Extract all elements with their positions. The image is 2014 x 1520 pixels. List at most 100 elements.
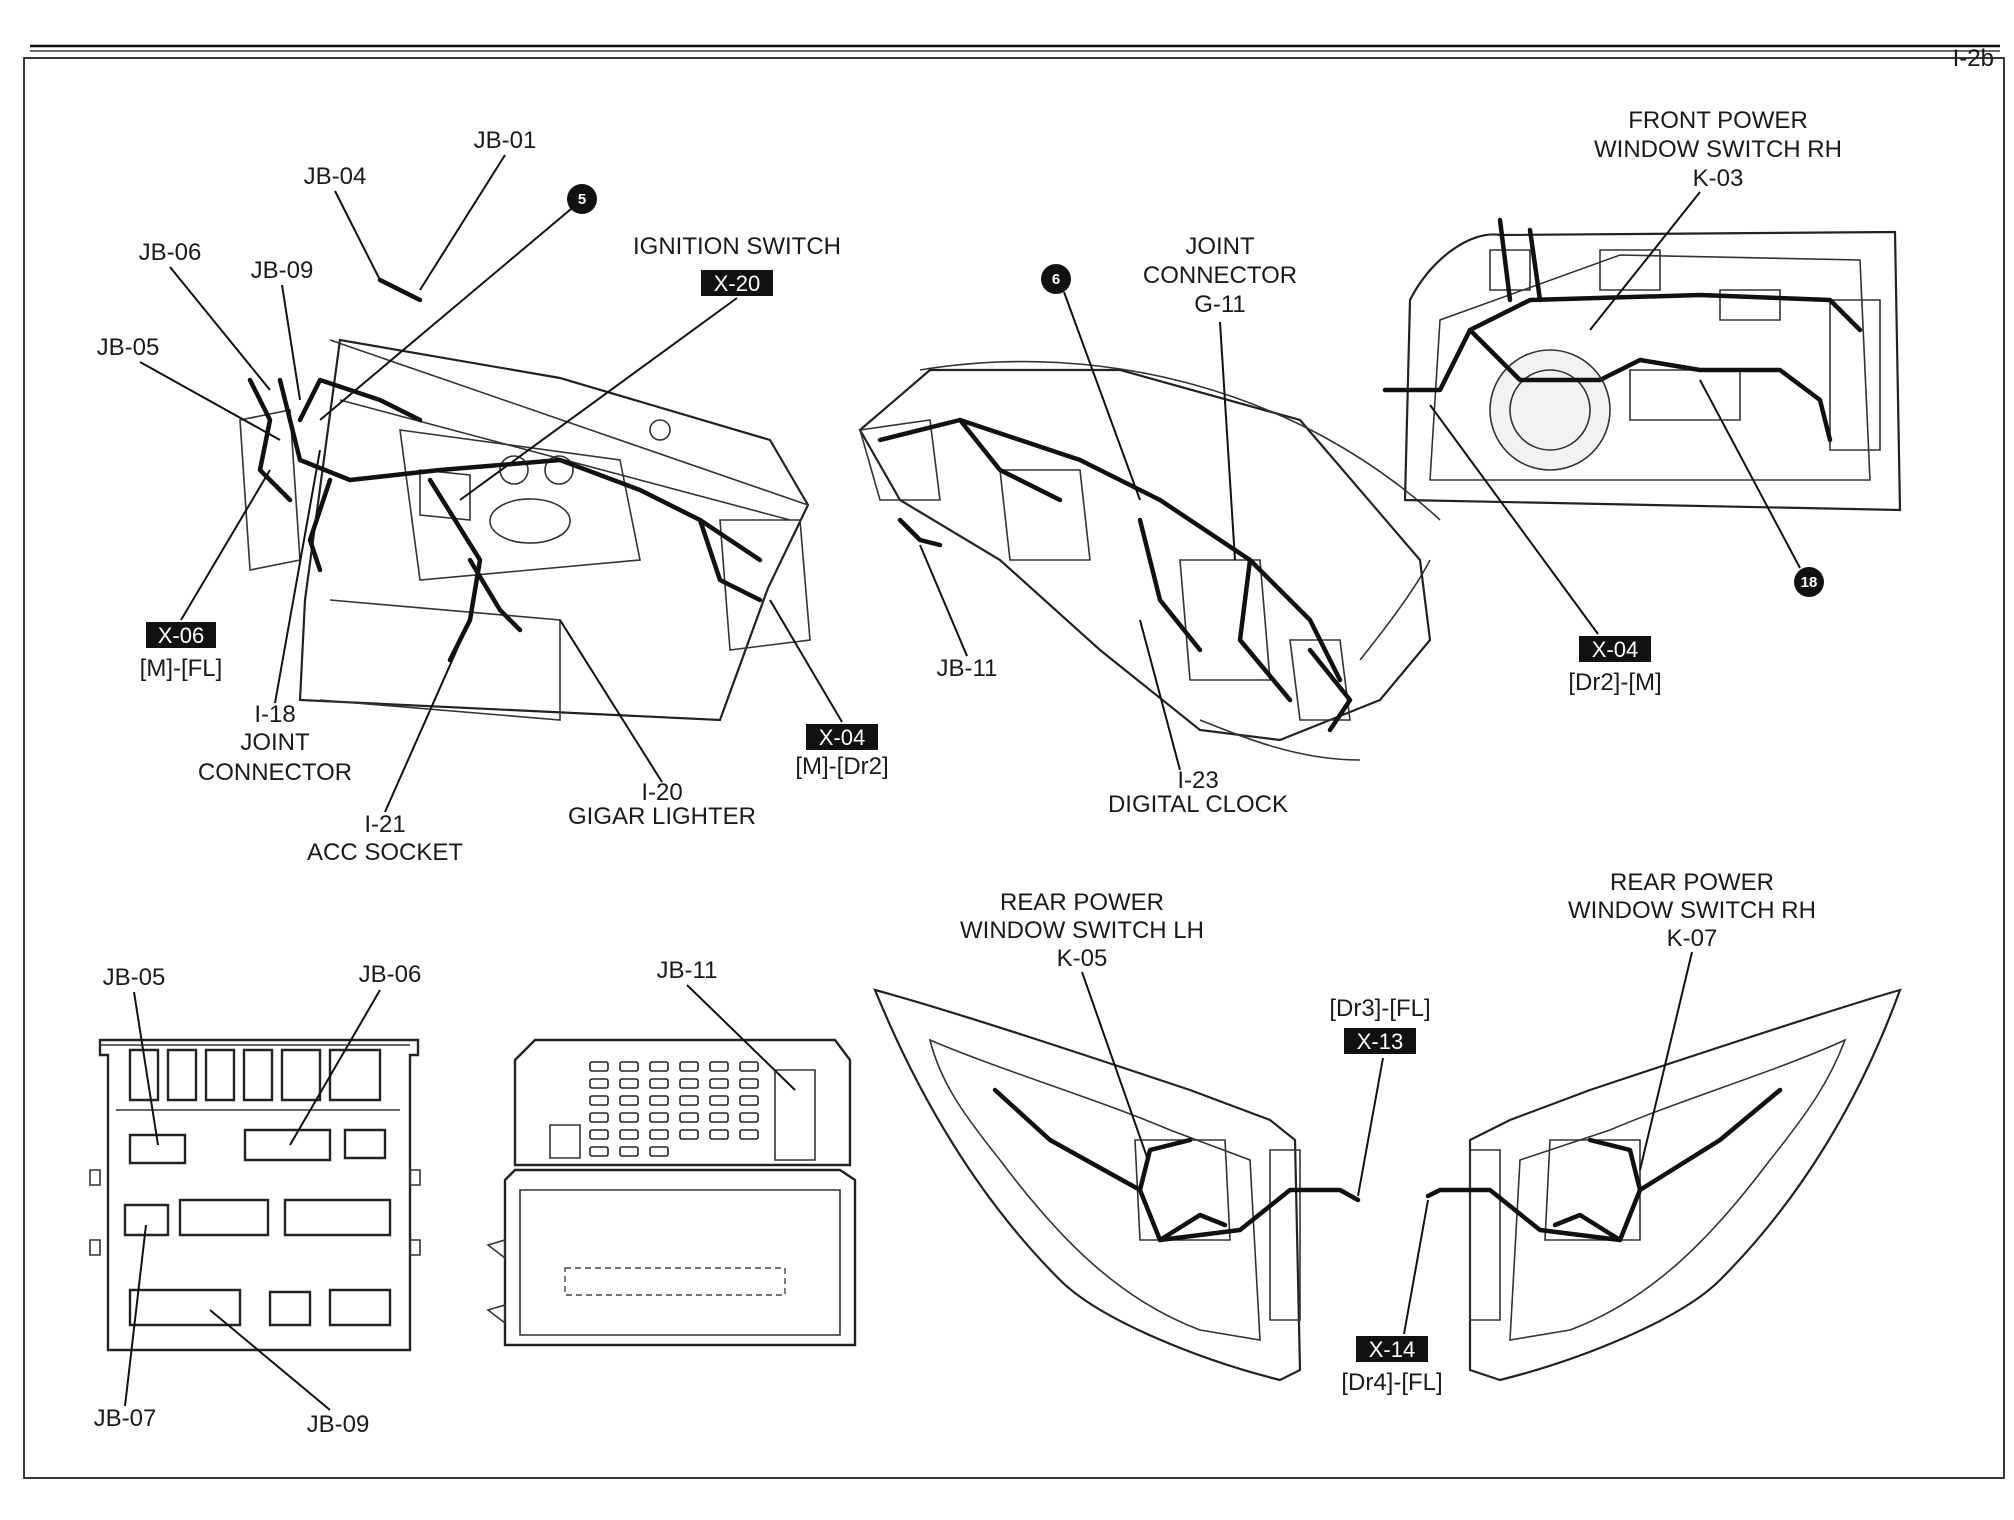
label-jb-07: JB-07 xyxy=(94,1405,157,1432)
fuse-slot xyxy=(649,1078,669,1089)
fuse-slot xyxy=(589,1112,609,1123)
fuse-slot xyxy=(649,1146,669,1157)
panel-2-leader-lines xyxy=(919,291,1236,771)
instrument-panel-harness-drawing xyxy=(239,277,811,722)
rear-door-lh-drawing xyxy=(873,988,1361,1382)
fuse-slot xyxy=(679,1078,699,1089)
marker-5 xyxy=(567,184,597,214)
fuse-slot xyxy=(649,1129,669,1140)
diagram-frame xyxy=(23,57,2005,1479)
fuse-slot xyxy=(709,1078,729,1089)
tag-x-13-text: X-13 xyxy=(1357,1029,1403,1054)
fuse-slot xyxy=(619,1129,639,1140)
fuse-slot xyxy=(679,1061,699,1072)
label-jb-05-b: JB-05 xyxy=(103,964,166,991)
marker-6 xyxy=(1041,264,1071,294)
panel-7-leader-lines xyxy=(1403,951,1693,1335)
fuse-slot xyxy=(739,1129,759,1140)
fuse-slot xyxy=(679,1095,699,1106)
fuse-grid xyxy=(589,1061,759,1157)
panel-6-leader-lines xyxy=(1081,971,1384,1197)
junction-box-jb11-drawing xyxy=(486,1038,857,1347)
fuse-slot xyxy=(739,1095,759,1106)
label-rear-power-lh: REAR POWER xyxy=(1000,889,1164,916)
fuse-slot xyxy=(589,1061,609,1072)
tag-x-06 xyxy=(146,622,216,648)
fuse-slot xyxy=(649,1095,669,1106)
label-jb-11-a: JB-11 xyxy=(937,655,998,682)
fuse-slot xyxy=(649,1061,669,1072)
junction-box-jb05-jb09-drawing xyxy=(89,1038,421,1352)
label-i-18-joint: JOINT xyxy=(240,729,310,756)
label-joint-connector: JOINT xyxy=(1185,233,1255,260)
fuse-slot xyxy=(739,1061,759,1072)
label-jb-04: JB-04 xyxy=(304,163,367,190)
fuse-slot xyxy=(619,1146,639,1157)
label-i-23-num: I-23 xyxy=(1177,767,1218,794)
label-rear-window-switch-lh: WINDOW SWITCH LH xyxy=(960,917,1204,944)
label-i-18-num: I-18 xyxy=(254,701,295,728)
label-jb-09: JB-09 xyxy=(251,257,314,284)
tag-x-04-b-text: X-04 xyxy=(1592,637,1638,662)
marker-18 xyxy=(1794,567,1824,597)
rear-door-rh-drawing xyxy=(1425,988,1902,1382)
label-acc-socket: ACC SOCKET xyxy=(307,839,463,866)
fuse-slot xyxy=(589,1078,609,1089)
panel-4-leader-lines xyxy=(124,989,381,1411)
tag-x-04-a xyxy=(806,724,878,750)
fuse-slot xyxy=(619,1078,639,1089)
label-front-window-switch-rh: WINDOW SWITCH RH xyxy=(1594,136,1842,163)
label-i-18-connector: CONNECTOR xyxy=(198,759,352,786)
fuse-slot xyxy=(709,1061,729,1072)
tag-x-04-b xyxy=(1579,636,1651,662)
label-x-06-sub: [M]-[FL] xyxy=(140,655,223,682)
marker-6-text: 6 xyxy=(1052,271,1060,288)
tag-x-20 xyxy=(701,270,773,296)
fuse-slot xyxy=(709,1112,729,1123)
label-jb-01: JB-01 xyxy=(474,127,537,154)
tag-x-14 xyxy=(1356,1336,1428,1362)
label-x-04-a-sub: [M]-[Dr2] xyxy=(795,753,888,780)
fuse-slot xyxy=(589,1146,609,1157)
front-door-rh-drawing xyxy=(1382,217,1902,512)
panel-5-leader-line xyxy=(686,984,796,1091)
tag-x-13 xyxy=(1344,1028,1416,1054)
fuse-slot xyxy=(649,1112,669,1123)
fuse-slot xyxy=(619,1112,639,1123)
label-jb-09-b: JB-09 xyxy=(307,1411,370,1438)
fuse-slot xyxy=(709,1129,729,1140)
label-k-05: K-05 xyxy=(1057,945,1108,972)
label-jb-06: JB-06 xyxy=(139,239,202,266)
tag-x-06-text: X-06 xyxy=(158,623,204,648)
label-g-11: G-11 xyxy=(1194,291,1246,318)
label-rear-window-switch-rh: WINDOW SWITCH RH xyxy=(1568,897,1816,924)
fuse-slot xyxy=(589,1095,609,1106)
label-jb-05: JB-05 xyxy=(97,334,160,361)
label-rear-power-rh: REAR POWER xyxy=(1610,869,1774,896)
fuse-slot xyxy=(679,1112,699,1123)
dashboard-harness-drawing xyxy=(858,360,1441,761)
label-x-14-sub: [Dr4]-[FL] xyxy=(1341,1369,1442,1396)
marker-5-text: 5 xyxy=(578,191,586,208)
label-gigar-lighter: GIGAR LIGHTER xyxy=(568,803,756,830)
label-digital-clock: DIGITAL CLOCK xyxy=(1108,791,1288,818)
fuse-slot xyxy=(619,1095,639,1106)
tag-x-04-a-text: X-04 xyxy=(819,725,865,750)
label-joint-connector-2: CONNECTOR xyxy=(1143,262,1297,289)
fuse-slot xyxy=(679,1129,699,1140)
fuse-slot xyxy=(619,1061,639,1072)
label-front-power: FRONT POWER xyxy=(1628,107,1808,134)
label-x-04-b-sub: [Dr2]-[M] xyxy=(1568,669,1661,696)
label-k-07: K-07 xyxy=(1667,925,1718,952)
label-x-13-sub: [Dr3]-[FL] xyxy=(1329,995,1430,1022)
fuse-slot xyxy=(589,1129,609,1140)
label-i-21-num: I-21 xyxy=(364,811,405,838)
label-i-20-num: I-20 xyxy=(641,779,682,806)
fuse-slot xyxy=(739,1112,759,1123)
panel-3-leader-lines xyxy=(1429,191,1801,635)
panel-1-leader-lines xyxy=(139,154,843,813)
label-jb-06-b: JB-06 xyxy=(359,961,422,988)
label-jb-11-b: JB-11 xyxy=(657,957,718,984)
tag-x-20-text: X-20 xyxy=(714,271,760,296)
